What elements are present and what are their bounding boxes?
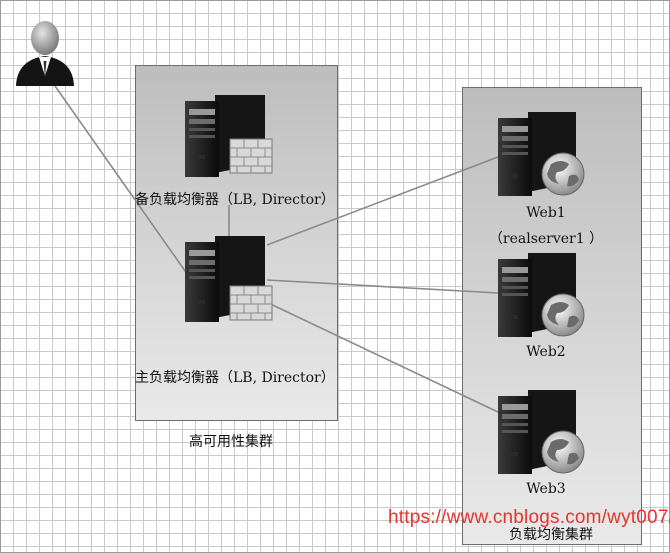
web2-server <box>498 247 590 347</box>
web2-label: Web2 <box>526 344 566 360</box>
globe-icon <box>541 293 585 337</box>
globe-icon <box>541 152 585 196</box>
watermark-url: https://www.cnblogs.com/wyt007/ <box>388 507 670 528</box>
lb-cluster-label: 负载均衡集群 <box>509 527 593 543</box>
main-director-server <box>185 230 280 332</box>
globe-icon <box>541 430 585 474</box>
link-main-web2 <box>266 279 499 294</box>
firewall-icon <box>229 285 273 321</box>
firewall-icon <box>229 138 273 174</box>
link-main-web3 <box>261 299 499 413</box>
ha-cluster-label: 高可用性集群 <box>189 434 273 450</box>
user-icon <box>16 21 74 86</box>
backup-director-server <box>185 89 280 187</box>
link-user-main <box>54 85 191 279</box>
web1-label: Web1 <box>526 205 566 221</box>
web1-server <box>498 106 590 206</box>
backup-director-label: 备负载均衡器（LB, Director） <box>135 192 335 208</box>
web3-server <box>498 384 590 484</box>
web3-label: Web3 <box>526 481 566 497</box>
link-main-web1 <box>266 156 499 246</box>
main-director-label: 主负载均衡器（LB, Director） <box>135 370 335 386</box>
web1-sublabel: （realserver1 ） <box>488 231 604 247</box>
